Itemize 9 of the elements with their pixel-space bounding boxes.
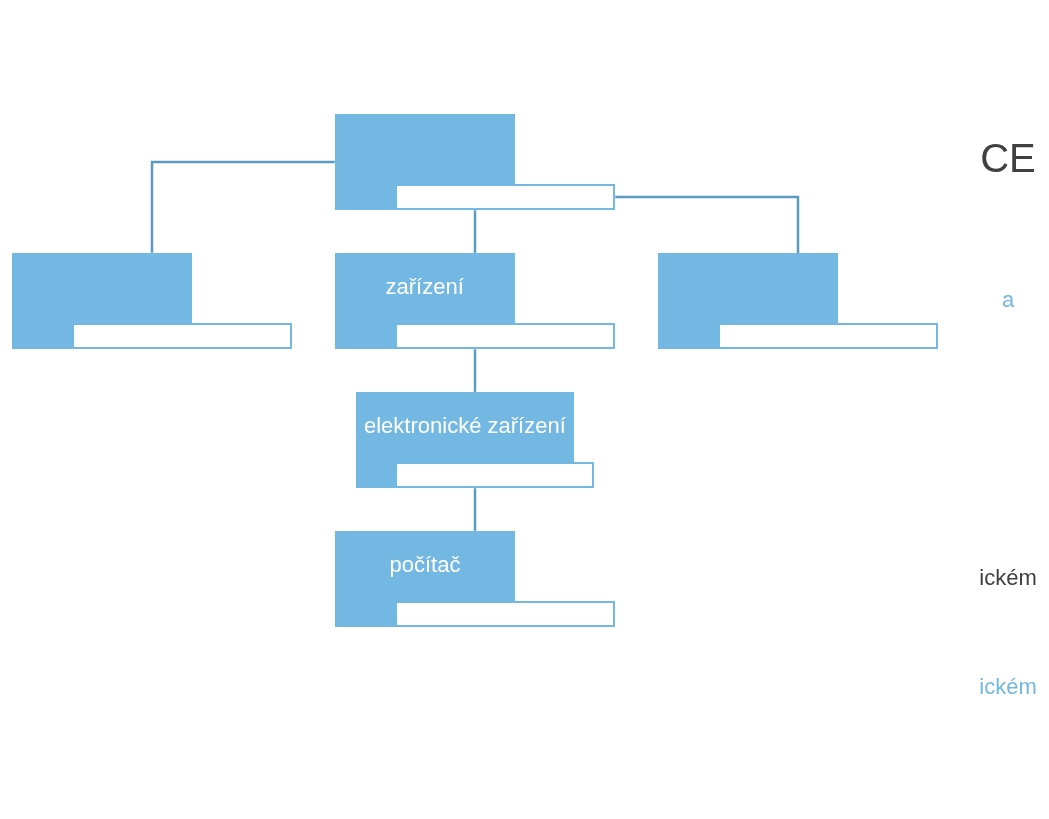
label: ickém [979,673,1037,699]
connector [473,487,477,531]
label: CE [980,135,1036,180]
connector [473,209,477,253]
label: ickém [979,564,1037,590]
connector [150,160,335,253]
connector [615,195,800,253]
connector [473,348,477,392]
label: a [1001,286,1015,312]
